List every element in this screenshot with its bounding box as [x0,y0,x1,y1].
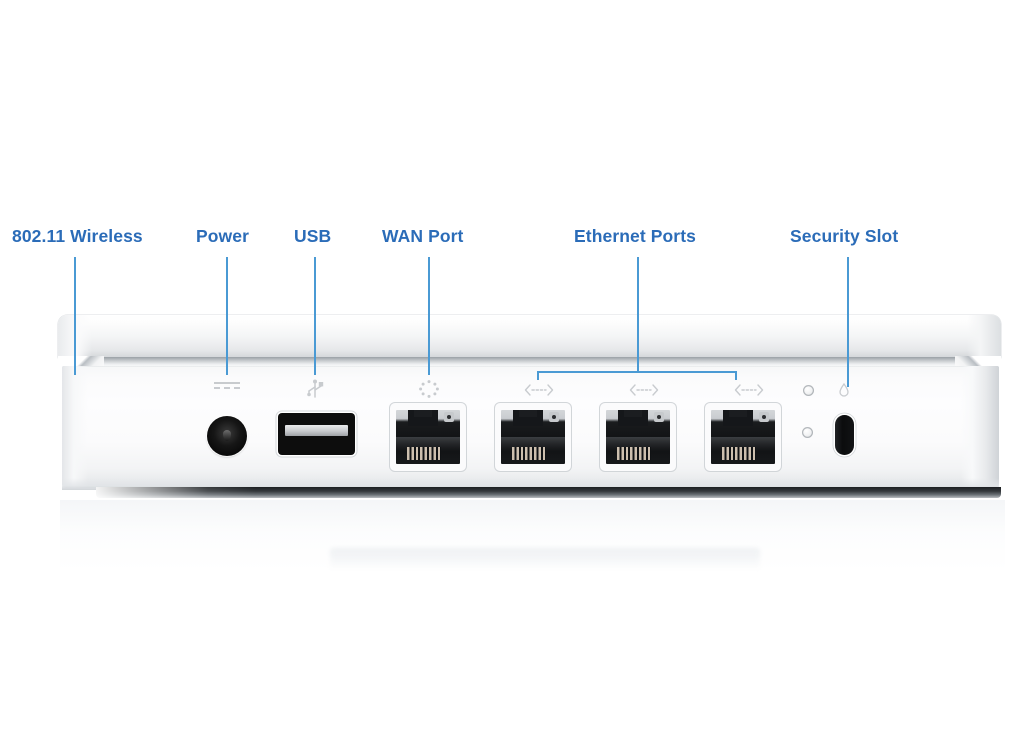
leader-line-wan [428,257,430,375]
callout-label-wan: WAN Port [382,226,464,246]
device-lid-right-cap [967,315,1001,360]
status-led-lower [802,427,813,438]
callout-label-power: Power [196,226,250,246]
callout-label-security: Security Slot [790,226,899,246]
ethernet-rj45-port-2[interactable] [600,403,676,471]
ethernet-arrows-icon [629,383,659,397]
security-slot[interactable] [835,415,854,455]
wan-rj45-port[interactable] [390,403,466,471]
leader-line-ethernet [637,257,639,373]
status-led-upper [803,385,814,396]
leader-bracket-stub-right [735,371,737,380]
usb-trident-icon [304,379,326,399]
leader-line-wireless [74,257,76,375]
device-body-left-edge [62,366,88,488]
leader-line-power [226,257,228,375]
callout-label-usb: USB [294,226,332,246]
leader-bracket-stub-left [537,371,539,380]
callout-label-ethernet: Ethernet Ports [574,226,696,246]
ethernet-rj45-port-1[interactable] [495,403,571,471]
dc-power-icon [214,382,240,394]
leader-bracket-ethernet [537,371,737,373]
power-jack-center-pin [223,430,231,441]
usb-port-tongue [285,425,348,436]
ethernet-rj45-port-3[interactable] [705,403,781,471]
wan-globe-icon [418,379,440,399]
device-body-right-edge [961,366,999,488]
usb-port[interactable] [278,413,355,455]
device-base-foot-highlight [96,487,256,498]
lock-slot-icon [838,382,850,397]
callout-label-wireless: 802.11 Wireless [12,226,143,246]
device-top-lid [58,315,1001,360]
device-reflection-ports [330,548,760,570]
leader-line-security [847,257,849,387]
ethernet-arrows-icon [734,383,764,397]
device-seam-gap [62,357,998,366]
ethernet-arrows-icon [524,383,554,397]
device-base-foot [96,487,1001,498]
leader-line-usb [314,257,316,375]
